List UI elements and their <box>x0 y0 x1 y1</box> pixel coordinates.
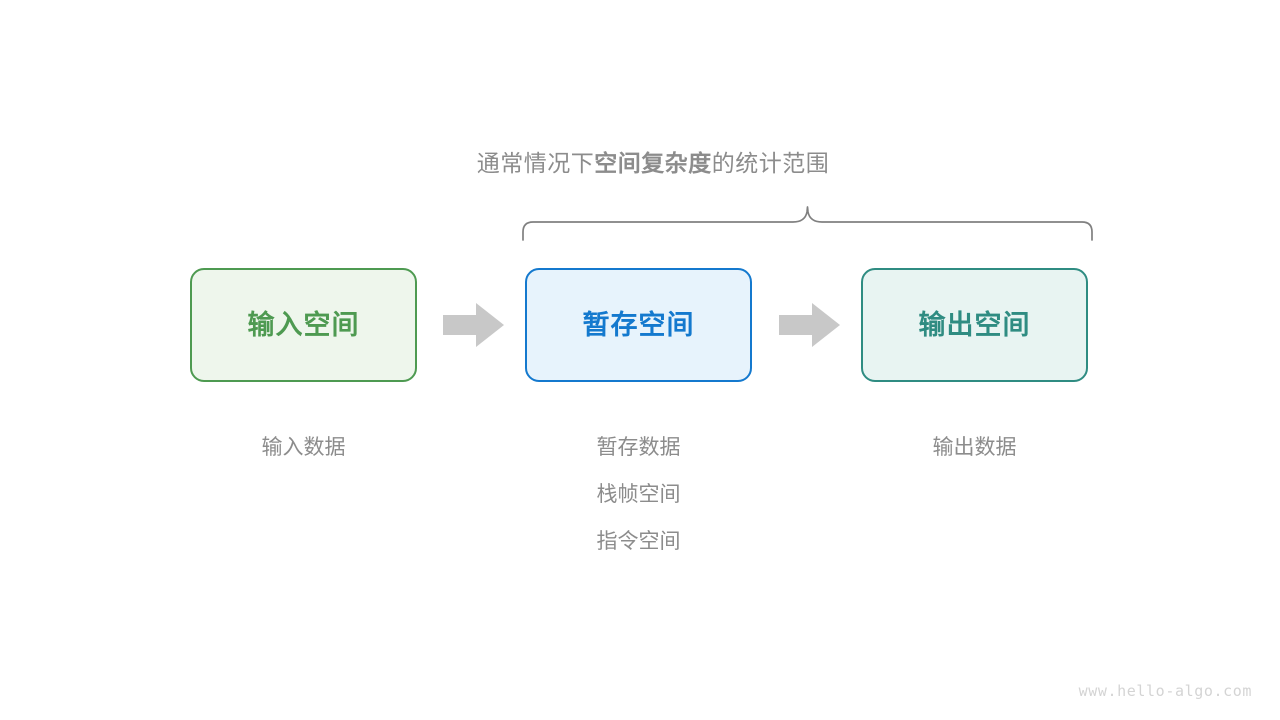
stage-box-output[interactable]: 输出空间 <box>861 268 1088 382</box>
caption-line: 暂存数据 <box>596 436 681 459</box>
right-arrow-icon <box>443 303 504 347</box>
caption-line: 栈帧空间 <box>596 483 681 506</box>
stage-box-output-label: 输出空间 <box>918 309 1031 340</box>
scope-brace-icon <box>522 206 1093 241</box>
scope-caption-lead: 通常情况下 <box>476 150 595 176</box>
caption-line: 输出数据 <box>932 436 1017 459</box>
stage-captions-input: 输入数据 <box>190 424 417 471</box>
scope-caption-emphasis: 空间复杂度 <box>594 150 712 176</box>
arrow-input-to-temporary <box>443 302 505 348</box>
scope-caption-text: 通常情况下空间复杂度的统计范围 <box>477 144 830 178</box>
scope-brace <box>515 198 1100 241</box>
stage-box-temporary-label: 暂存空间 <box>582 309 695 340</box>
stage-box-temporary[interactable]: 暂存空间 <box>525 268 752 382</box>
stage-box-input[interactable]: 输入空间 <box>190 268 417 382</box>
caption-line: 指令空间 <box>596 530 681 553</box>
stage-captions-temporary: 暂存数据 栈帧空间 指令空间 <box>525 424 752 565</box>
watermark: www.hello-algo.com <box>1078 682 1252 700</box>
scope-caption-tail: 的统计范围 <box>711 150 830 176</box>
arrow-temporary-to-output <box>779 302 841 348</box>
stage-box-input-label: 输入空间 <box>247 309 360 340</box>
scope-caption: 通常情况下空间复杂度的统计范围 <box>0 144 1280 178</box>
right-arrow-icon <box>779 303 840 347</box>
caption-line: 输入数据 <box>261 436 346 459</box>
stage-captions-output: 输出数据 <box>861 424 1088 471</box>
